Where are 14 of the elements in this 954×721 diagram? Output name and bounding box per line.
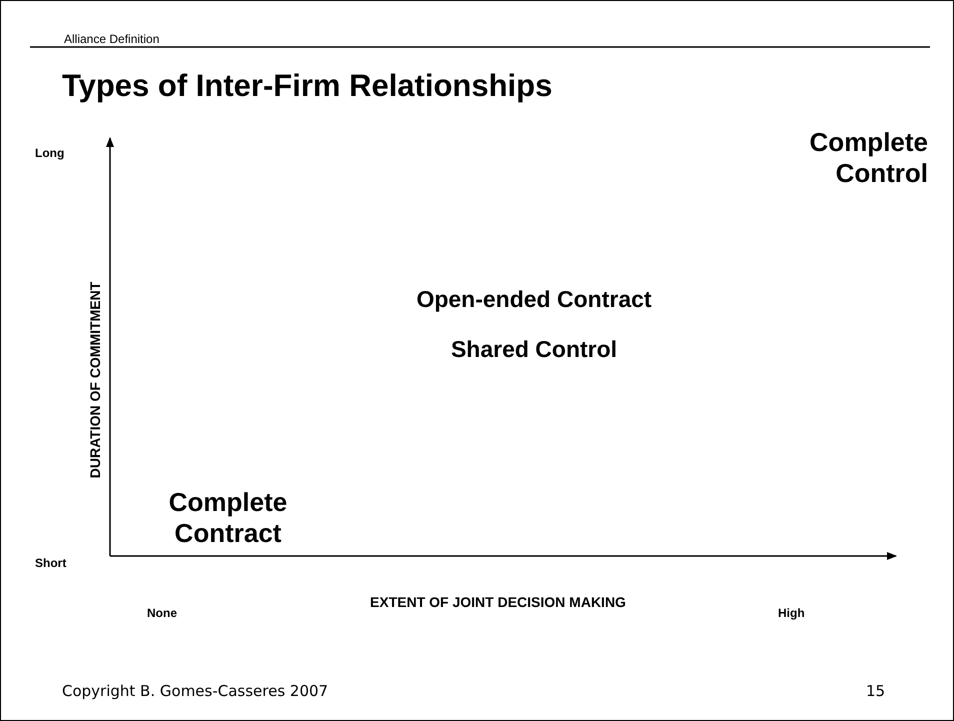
quadrant-label: Complete Contract [168,487,288,550]
axis-title: EXTENT OF JOINT DECISION MAKING [370,594,626,610]
quadrant-label: Open-ended Contract [416,286,652,313]
slide-title: Types of Inter-Firm Relationships [62,68,552,104]
axis-end-label: None [147,606,177,620]
quadrant-label: Complete Control [808,127,928,190]
axis-end-label: Long [35,146,64,160]
axis-end-label: High [778,606,805,620]
axis-title: DURATION OF COMMITMENT [87,282,103,478]
axis-end-label: Short [35,556,66,570]
page-number: 15 [866,682,886,700]
header-label: Alliance Definition [64,32,160,46]
copyright-note: Copyright B. Gomes-Casseres 2007 [62,682,328,700]
quadrant-label: Shared Control [450,336,618,363]
